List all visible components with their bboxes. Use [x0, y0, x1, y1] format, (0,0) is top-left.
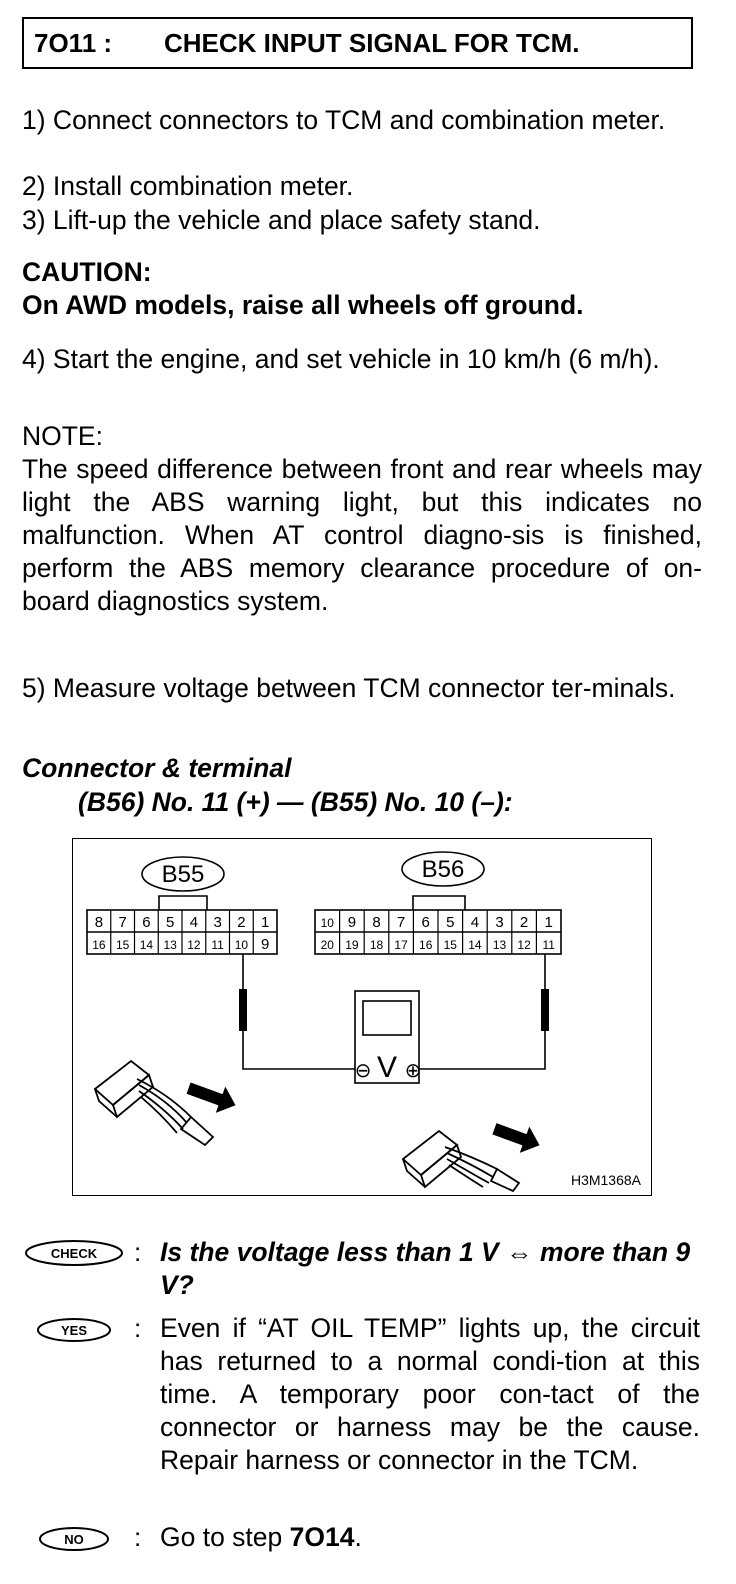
b55-label: B55	[162, 861, 205, 888]
b55-pin-5: 5	[166, 914, 174, 931]
step-3: 3) Lift-up the vehicle and place safety …	[22, 205, 541, 235]
b55-pin-9: 9	[261, 936, 269, 953]
b56-pin-2: 2	[520, 914, 528, 931]
b55-pin-2: 2	[237, 914, 245, 931]
b56-label: B56	[422, 856, 465, 883]
b56-pin-8: 8	[372, 914, 380, 931]
b56-pin-4: 4	[471, 914, 479, 931]
b56-pin-11: 11	[542, 938, 555, 952]
step-5: 5) Measure voltage between TCM connector…	[22, 673, 676, 703]
b56-pin-6: 6	[422, 914, 430, 931]
b56-pin-7: 7	[397, 914, 405, 931]
connector-label: Connector & terminal	[22, 753, 292, 783]
b55-pin-1: 1	[261, 914, 269, 931]
step-4: 4) Start the engine, and set vehicle in …	[22, 344, 660, 374]
b56-callout-oval	[401, 851, 485, 887]
no-badge: NO	[39, 1527, 109, 1551]
b55-pin-16: 16	[92, 938, 106, 952]
yes-badge-label: YES	[61, 1323, 87, 1338]
b56-pin-12: 12	[517, 938, 531, 952]
insert-arrow-left	[186, 1082, 236, 1113]
b55-pin-15: 15	[116, 938, 130, 952]
b55-pin-14: 14	[140, 938, 154, 952]
b56-pin-15: 15	[444, 938, 458, 952]
check-colon: :	[134, 1237, 142, 1267]
voltmeter-plus: ⊕	[405, 1060, 422, 1082]
b56-lock-tab	[412, 895, 466, 910]
voltmeter-display	[362, 1000, 412, 1036]
connector-spec: (B56) No. 11 (+) — (B55) No. 10 (–):	[78, 787, 513, 817]
probe-tip-negative	[239, 989, 247, 1031]
b55-lock-tab	[158, 895, 208, 910]
step-code: 7O11 :	[34, 28, 113, 58]
check-badge: CHECK	[25, 1240, 123, 1266]
b55-pin-4: 4	[190, 914, 198, 931]
yes-answer: Even if “AT OIL TEMP” lights up, the cir…	[160, 1313, 700, 1475]
voltmeter-symbol: V	[377, 1051, 397, 1084]
b55-pin-3: 3	[213, 914, 221, 931]
b56-pin-3: 3	[495, 914, 503, 931]
b56-pin-13: 13	[493, 938, 507, 952]
b55-pin-10: 10	[235, 938, 249, 952]
voltmeter-minus: ⊖	[355, 1060, 372, 1082]
b56-pin-14: 14	[468, 938, 482, 952]
note-text: The speed difference between front and r…	[22, 454, 702, 616]
no-step-link[interactable]: 7O14	[289, 1522, 355, 1552]
b55-pin-12: 12	[187, 938, 201, 952]
b55-pin-6: 6	[142, 914, 150, 931]
b56-pin-5: 5	[446, 914, 454, 931]
caution-text: On AWD models, raise all wheels off grou…	[22, 290, 584, 320]
check-question: Is the voltage less than 1 V ⇔ more than…	[160, 1237, 691, 1300]
step-title: CHECK INPUT SIGNAL FOR TCM.	[164, 28, 580, 58]
step-2: 2) Install combination meter.	[22, 171, 354, 201]
b56-pin-1: 1	[545, 914, 553, 931]
figure-id: H3M1368A	[571, 1172, 642, 1188]
b56-pin-17: 17	[394, 938, 408, 952]
no-badge-label: NO	[64, 1532, 84, 1547]
b55-callout-oval	[141, 856, 225, 892]
probe-wire-negative	[242, 954, 355, 1070]
b56-pin-16: 16	[419, 938, 433, 952]
probe-tip-positive	[541, 989, 549, 1031]
no-answer-prefix: Go to step	[160, 1522, 290, 1552]
b55-pin-13: 13	[163, 938, 177, 952]
probe-wire-positive	[419, 954, 546, 1070]
yes-badge: YES	[37, 1318, 111, 1342]
insert-arrow-right	[492, 1123, 540, 1153]
connector-plug-right	[401, 1129, 521, 1193]
b55-pin-8: 8	[95, 914, 103, 931]
no-colon: :	[134, 1522, 142, 1552]
connector-plug-left	[93, 1059, 215, 1147]
step-header-box: 7O11 : CHECK INPUT SIGNAL FOR TCM.	[22, 17, 693, 69]
no-answer: Go to step 7O14.	[160, 1521, 700, 1554]
note-label: NOTE:	[22, 421, 103, 451]
b55-pin-7: 7	[118, 914, 126, 931]
step-1: 1) Connect connectors to TCM and combina…	[22, 105, 666, 135]
b56-pin-9: 9	[348, 914, 356, 931]
check-badge-label: CHECK	[51, 1246, 98, 1261]
caution-label: CAUTION:	[22, 257, 152, 287]
b55-pin-11: 11	[211, 938, 224, 952]
voltmeter-body	[354, 990, 420, 1084]
no-answer-suffix: .	[354, 1522, 362, 1552]
yes-colon: :	[134, 1313, 142, 1343]
b56-pin-20: 20	[321, 938, 335, 952]
b56-pin-10: 10	[321, 916, 335, 930]
b56-pin-18: 18	[370, 938, 384, 952]
b56-pin-19: 19	[345, 938, 359, 952]
